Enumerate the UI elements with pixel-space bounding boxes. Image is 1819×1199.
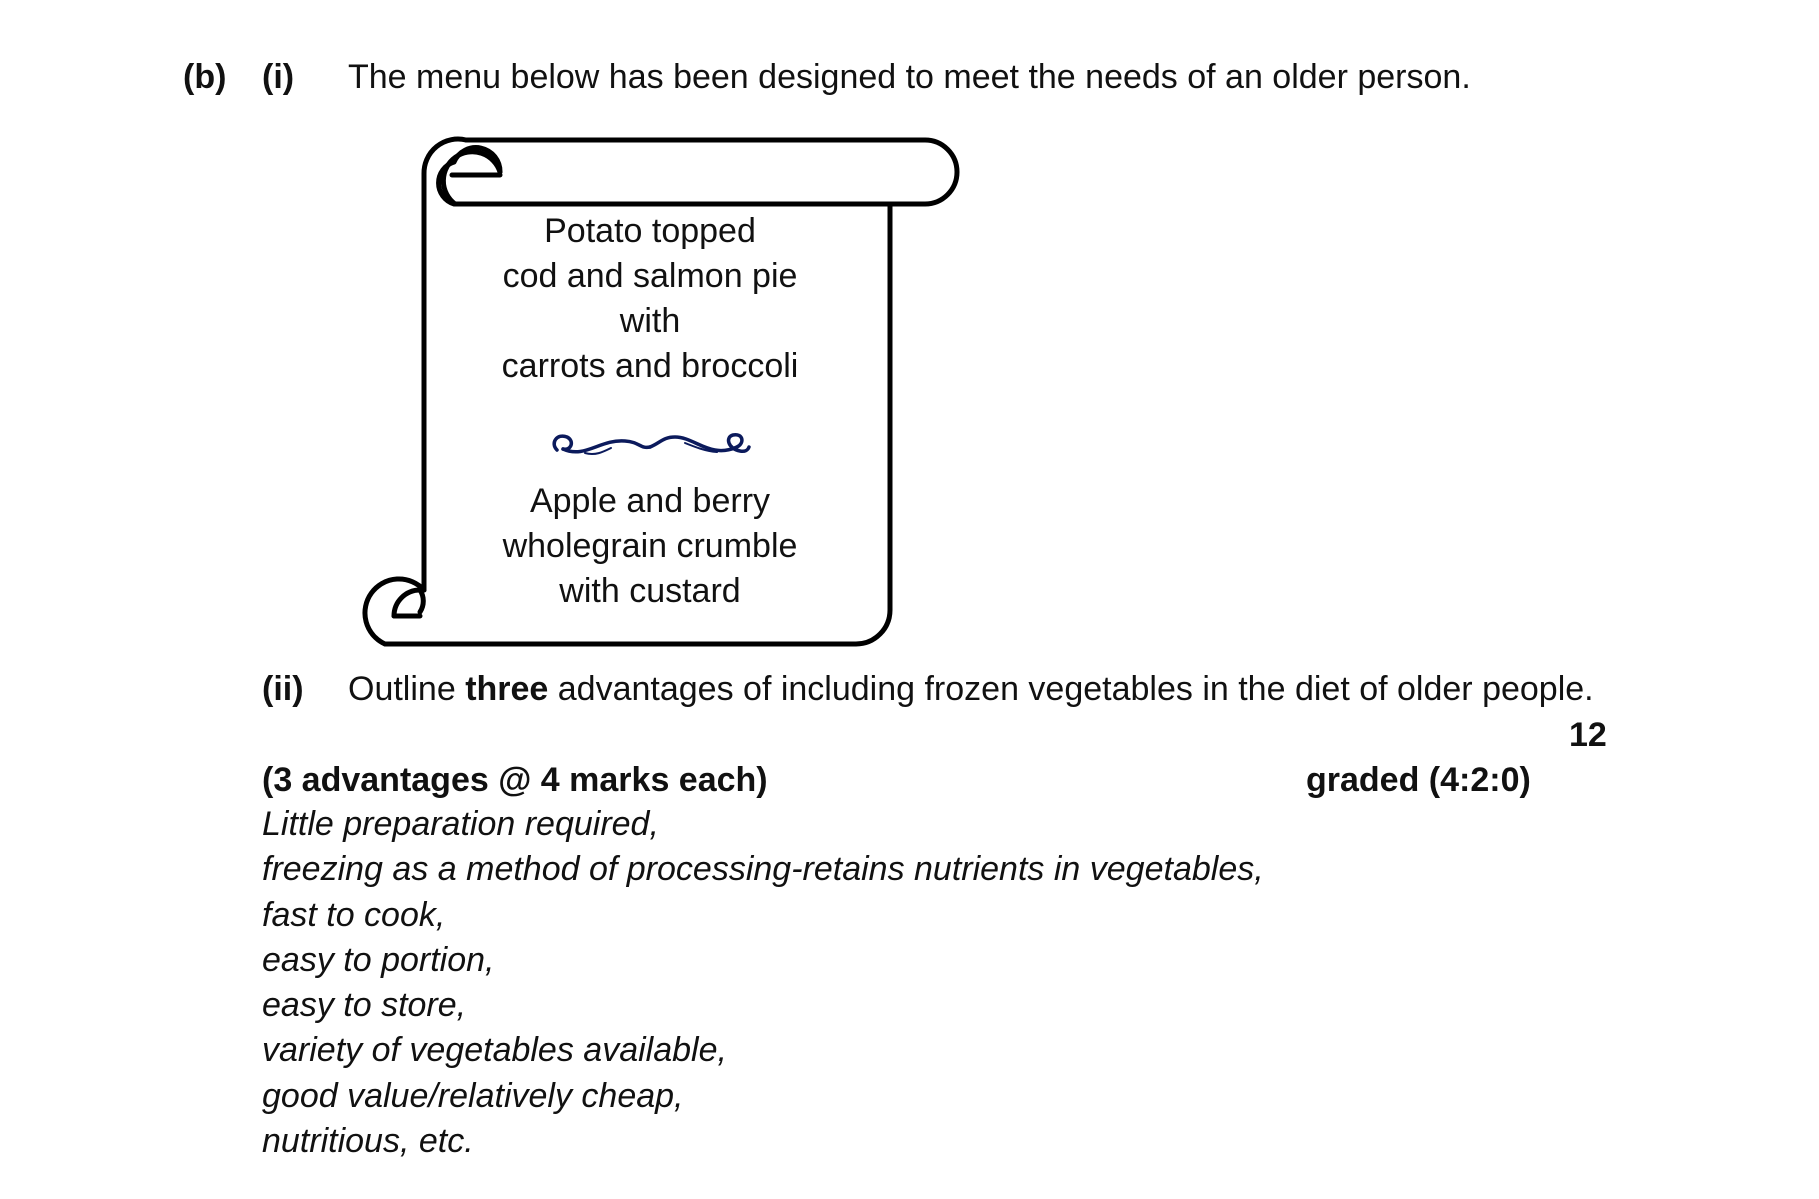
menu-main-line: with: [619, 302, 681, 340]
menu-main-line: cod and salmon pie: [502, 257, 798, 295]
answer-list: Little preparation required, freezing as…: [262, 802, 1264, 1164]
answer-item: Little preparation required,: [262, 805, 659, 843]
part-i-text: The menu below has been designed to meet…: [348, 58, 1471, 96]
part-ii-text: Outline three advantages of including fr…: [348, 669, 1594, 709]
part-ii-text-after: advantages of including frozen vegetable…: [548, 670, 1594, 708]
part-ii-label: (ii): [262, 670, 304, 708]
part-ii-text-bold: three: [465, 670, 549, 708]
menu-main-course: Potato topped cod and salmon pie with ca…: [470, 209, 830, 389]
answer-item: good value/relatively cheap,: [262, 1076, 684, 1115]
menu-main-line: Potato topped: [544, 212, 756, 250]
marks-total: 12: [1569, 716, 1607, 754]
flourish-divider-icon: [552, 433, 751, 456]
answer-item: easy to portion,: [262, 940, 495, 979]
menu-dessert-line: with custard: [559, 572, 741, 610]
menu-dessert: Apple and berry wholegrain crumble with …: [470, 479, 830, 614]
part-ii-text-before: Outline: [348, 670, 466, 708]
answer-item: fast to cook,: [262, 895, 446, 934]
answer-item: variety of vegetables available,: [262, 1031, 727, 1070]
answer-item: nutritious, etc.: [262, 1122, 474, 1161]
question-label-b: (b): [183, 58, 227, 96]
answer-item: easy to store,: [262, 986, 467, 1025]
grading-scheme: graded (4:2:0): [1306, 761, 1531, 799]
menu-main-line: carrots and broccoli: [501, 347, 799, 385]
answer-item: freezing as a method of processing-retai…: [262, 850, 1264, 889]
menu-dessert-line: Apple and berry: [529, 482, 771, 520]
part-i-label: (i): [262, 58, 295, 96]
menu-dessert-line: wholegrain crumble: [502, 527, 798, 565]
menu-scroll-illustration: [362, 136, 960, 647]
marking-scheme: (3 advantages @ 4 marks each): [262, 761, 768, 799]
